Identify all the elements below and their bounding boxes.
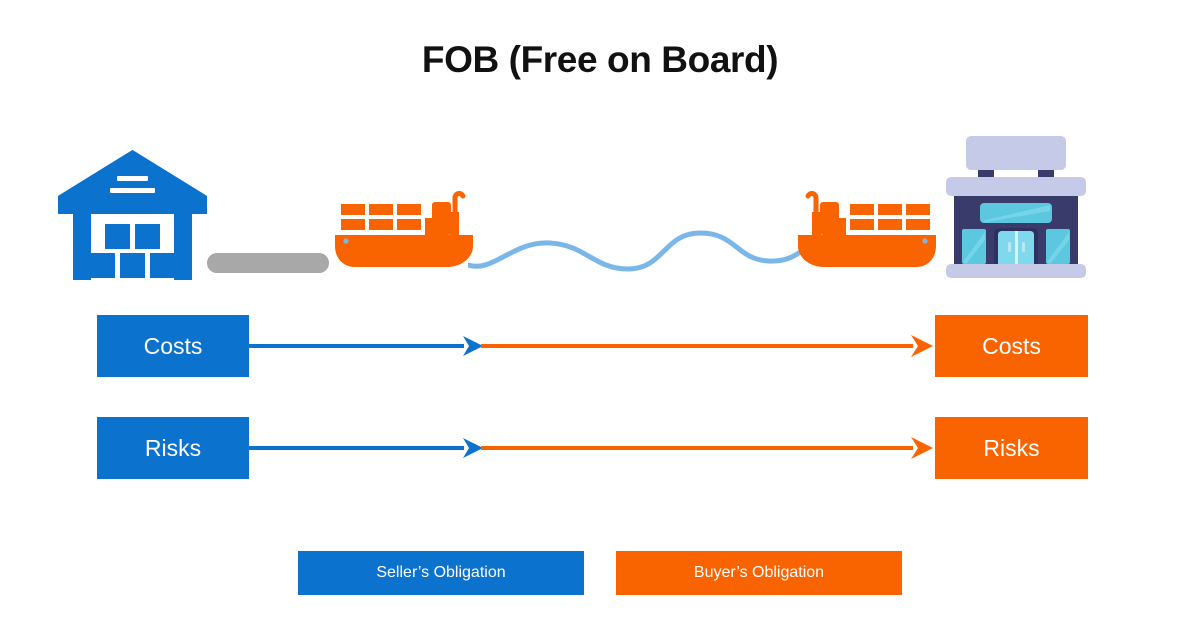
store-building-icon	[940, 132, 1092, 280]
dock-pier-icon	[207, 253, 329, 273]
legend-seller-label: Seller’s Obligation	[376, 564, 506, 581]
costs-buyer-label: Costs	[982, 332, 1041, 359]
legend-item-buyer: Buyer’s Obligation	[616, 551, 902, 595]
cargo-ship-icon	[778, 188, 938, 274]
cargo-ship-icon	[333, 188, 493, 274]
legend: Seller’s Obligation Buyer’s Obligation	[0, 551, 1200, 595]
sea-wave-icon	[465, 225, 811, 273]
risks-seller-box: Risks	[97, 417, 249, 479]
warehouse-icon	[55, 148, 210, 280]
page-title: FOB (Free on Board)	[421, 39, 779, 80]
legend-item-seller: Seller’s Obligation	[298, 551, 584, 595]
costs-transfer-arrow	[249, 315, 935, 377]
risks-buyer-label: Risks	[983, 434, 1040, 461]
shipping-route-illustration	[0, 130, 1200, 290]
costs-seller-box: Costs	[97, 315, 249, 377]
risks-buyer-box: Risks	[935, 417, 1088, 479]
legend-buyer-label: Buyer’s Obligation	[693, 564, 825, 581]
risks-seller-label: Risks	[144, 434, 202, 461]
costs-buyer-box: Costs	[935, 315, 1088, 377]
costs-seller-label: Costs	[143, 332, 203, 359]
flow-row-risks: Risks Risks	[0, 417, 1200, 479]
risks-transfer-arrow	[249, 417, 935, 479]
flow-row-costs: Costs Costs	[0, 315, 1200, 377]
